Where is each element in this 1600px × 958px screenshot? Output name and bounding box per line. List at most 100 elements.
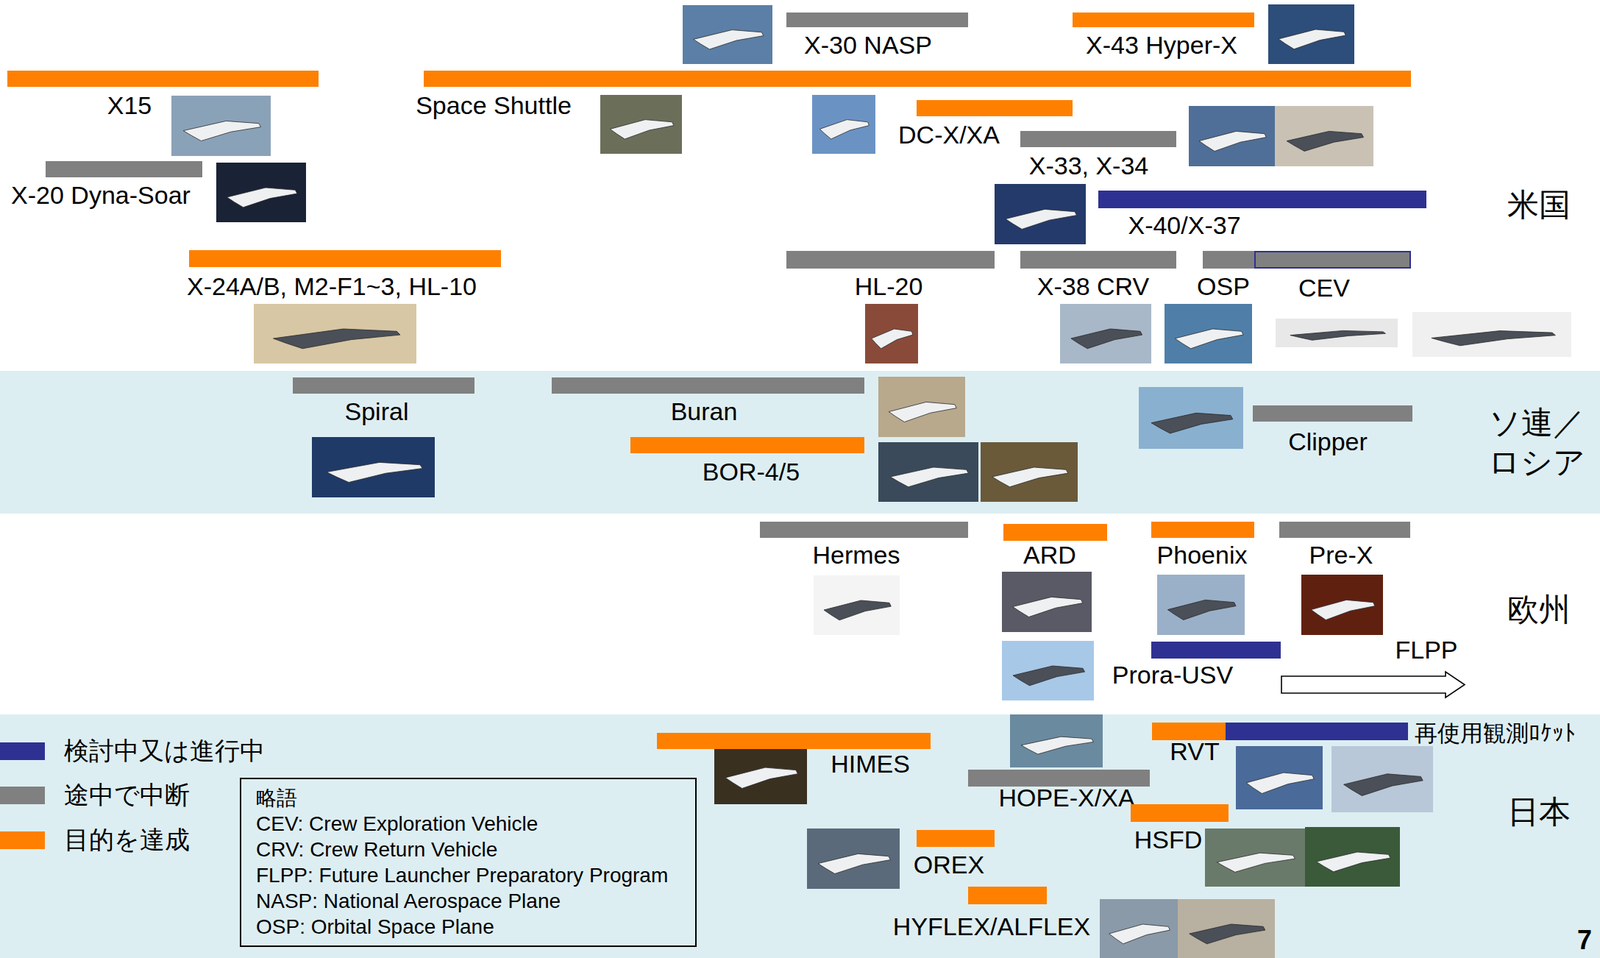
abbreviation-text: OSP: Orbital Space Plane — [256, 913, 495, 940]
vehicle-photo — [1235, 745, 1323, 810]
abbreviation-text: NASP: National Aerospace Plane — [256, 887, 561, 914]
timeline-bar: RVT — [1152, 722, 1226, 741]
abbreviation-box: 略語CEV: Crew Exploration VehicleCRV: Crew… — [239, 777, 697, 947]
bar-label: RVT — [1169, 737, 1219, 766]
photo-ground — [994, 183, 1086, 245]
vehicle-photo — [1099, 898, 1178, 958]
vehicle-photo — [1060, 303, 1152, 364]
vehicle-photo — [253, 303, 417, 364]
bar-label: X15 — [107, 91, 153, 120]
vehicle-shape — [1021, 736, 1094, 755]
photo-ground — [1274, 105, 1374, 167]
bar-label: HSFD — [1134, 825, 1203, 855]
vehicle-photo — [1275, 318, 1398, 348]
vehicle-photo — [1177, 898, 1275, 958]
vehicle-photo — [1331, 745, 1434, 813]
bar-label: Clipper — [1288, 427, 1368, 457]
vehicle-shape — [1012, 665, 1086, 686]
arrow-outline — [1280, 670, 1467, 699]
photo-ground — [1001, 640, 1094, 701]
vehicle-shape — [326, 461, 423, 482]
vehicle-shape — [888, 401, 957, 422]
vehicle-shape — [1167, 599, 1236, 620]
timeline-bar: X-43 Hyper-X — [1072, 12, 1255, 28]
vehicle-shape — [1012, 596, 1083, 617]
timeline-bar: X-38 CRV — [1020, 250, 1177, 269]
photo-ground — [1099, 898, 1178, 958]
timeline-bar: DC-X/XA — [916, 100, 1073, 117]
timeline-bar: OREX — [916, 829, 995, 847]
timeline-bar: Hermes — [759, 521, 969, 538]
vehicle-shape — [1310, 599, 1375, 620]
bar-label: Buran — [670, 397, 738, 426]
legend-entry: 検討中又は進行中 — [0, 742, 295, 760]
abbreviation-text: FLPP: Future Launcher Preparatory Progra… — [256, 862, 668, 888]
photo-ground — [1412, 311, 1572, 357]
vehicle-shape — [1278, 29, 1346, 50]
legend-swatch — [0, 786, 45, 805]
photo-ground — [253, 303, 417, 364]
timeline-bar: HOPE-X/XA — [968, 769, 1150, 787]
vehicle-photo — [311, 436, 435, 498]
timeline-bar: X-20 Dyna-Soar — [45, 161, 203, 178]
vehicle-shape — [1216, 852, 1295, 872]
vehicle-shape — [1199, 130, 1267, 151]
vehicle-shape — [1286, 130, 1364, 151]
vehicle-photo — [171, 95, 271, 156]
vehicle-photo — [1412, 311, 1572, 357]
timeline-bar: Buran — [551, 377, 865, 394]
vehicle-photo — [1138, 386, 1244, 449]
photo-ground — [812, 94, 876, 154]
vehicle-photo — [714, 740, 807, 805]
vehicle-photo — [1268, 4, 1355, 64]
vehicle-shape — [693, 30, 764, 50]
bar-label: ARD — [1023, 540, 1077, 570]
vehicle-photo — [1274, 105, 1374, 167]
bar-label: Phoenix — [1157, 540, 1248, 570]
photo-ground — [714, 740, 807, 805]
timeline-bar: OSP — [1202, 250, 1255, 269]
timeline-bar: X-24A/B, M2-F1~3, HL-10 — [189, 250, 501, 268]
vehicle-photo — [1204, 828, 1306, 887]
timeline-bar: X15 — [7, 70, 319, 87]
photo-ground — [878, 376, 966, 437]
vehicle-photo — [878, 442, 979, 502]
bar-label: X-43 Hyper-X — [1085, 30, 1238, 60]
bar-label: X-30 NASP — [804, 30, 933, 60]
region-label: 欧州 — [1507, 591, 1571, 628]
photo-ground — [865, 303, 919, 364]
bar-label: X-38 CRV — [1037, 272, 1150, 301]
photo-ground — [1305, 826, 1400, 887]
bar-label: HIMES — [830, 749, 910, 779]
vehicle-shape — [1174, 328, 1244, 349]
vehicle-shape — [818, 853, 891, 874]
vehicle-shape — [273, 328, 401, 349]
vehicle-photo — [813, 575, 900, 635]
photo-ground — [1235, 745, 1323, 810]
vehicle-photo — [980, 442, 1078, 502]
vehicle-photo — [1010, 714, 1103, 768]
vehicle-photo — [600, 94, 682, 154]
bar-label: DC-X/XA — [898, 120, 1000, 150]
vehicle-photo — [1001, 571, 1092, 632]
bar-label: OREX — [913, 850, 985, 880]
timeline-bar: Clipper — [1252, 405, 1413, 422]
vehicle-shape — [1005, 208, 1077, 229]
bar-label: Prora-USV — [1112, 660, 1233, 690]
region-label: 日本 — [1507, 793, 1571, 830]
vehicle-shape — [227, 187, 298, 208]
photo-ground — [1188, 105, 1275, 167]
timeline-bar: Spiral — [292, 377, 475, 394]
timeline-bar: Pre-X — [1279, 521, 1411, 538]
bar-label: Pre-X — [1309, 540, 1374, 570]
bar-label: HYFLEX/ALFLEX — [893, 912, 1091, 941]
photo-ground — [1010, 714, 1103, 768]
timeline-bar: X-40/X-37 — [1098, 190, 1427, 209]
region-label: 米国 — [1507, 186, 1571, 223]
photo-ground — [806, 828, 900, 889]
vehicle-photo — [1188, 105, 1275, 167]
vehicle-photo — [1305, 826, 1400, 887]
vehicle-photo — [1001, 640, 1094, 701]
photo-ground — [1060, 303, 1152, 364]
